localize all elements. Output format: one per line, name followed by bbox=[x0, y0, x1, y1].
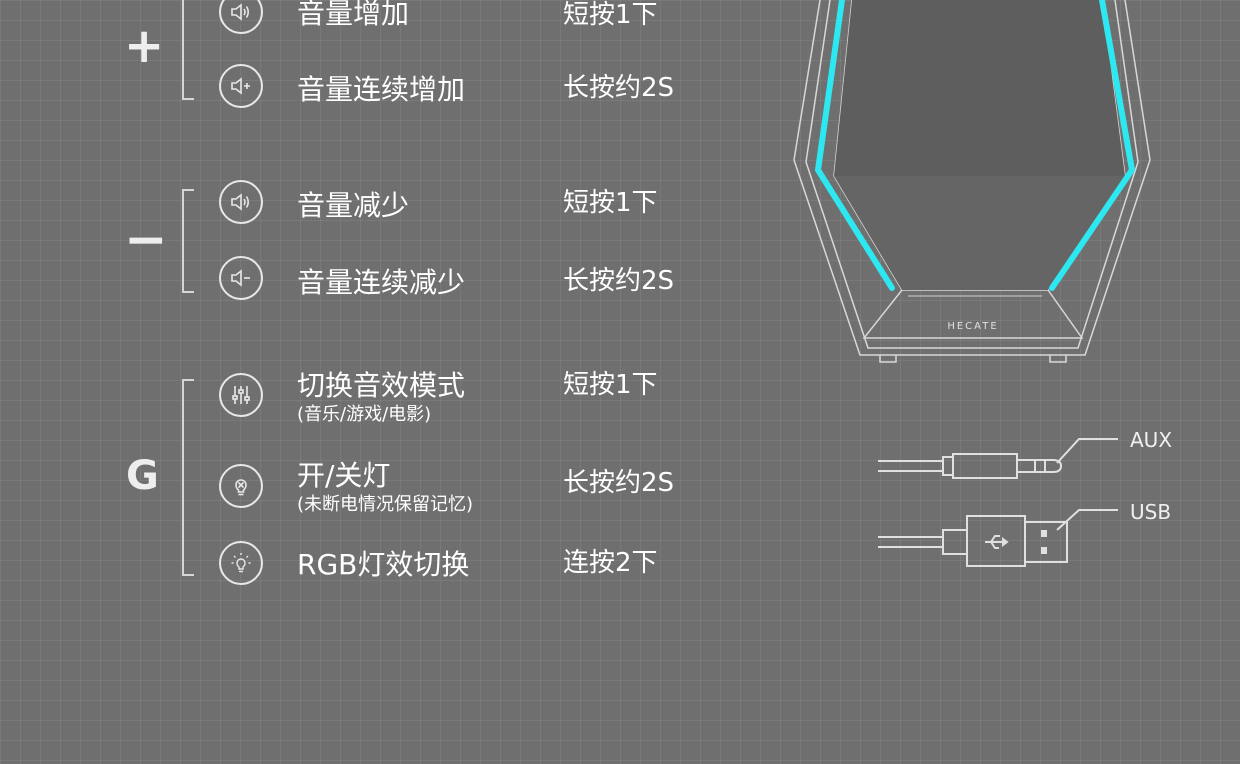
action-volume-up: 短按1下 bbox=[563, 0, 658, 30]
action-volume-up-continuous: 长按约2S bbox=[563, 73, 675, 103]
action-light-toggle: 长按约2S bbox=[563, 468, 675, 498]
speaker-icon bbox=[219, 0, 263, 34]
aux-label: AUX bbox=[1130, 428, 1173, 452]
label-light-toggle: 开/关灯 bbox=[297, 459, 391, 492]
g-symbol: G bbox=[126, 453, 159, 499]
speaker-illustration: HECATE bbox=[793, 0, 1151, 363]
bulb-off-icon bbox=[219, 464, 263, 508]
label-sound-mode: 切换音效模式 bbox=[297, 369, 466, 402]
action-volume-down: 短按1下 bbox=[563, 188, 658, 218]
usb-label: USB bbox=[1130, 500, 1172, 524]
bulb-rgb-icon bbox=[219, 541, 263, 585]
label-rgb-switch: RGB灯效切换 bbox=[297, 548, 470, 581]
speaker-minus-icon bbox=[219, 256, 263, 300]
minus-symbol: − bbox=[124, 210, 168, 270]
label-volume-up-continuous: 音量连续增加 bbox=[297, 73, 466, 106]
sublabel-light-toggle: (未断电情况保留记忆) bbox=[297, 494, 474, 515]
speaker-icon bbox=[219, 180, 263, 224]
aux-cable-icon bbox=[878, 438, 1118, 479]
action-rgb-switch: 连按2下 bbox=[563, 548, 658, 578]
label-volume-up: 音量增加 bbox=[297, 0, 410, 30]
equalizer-icon bbox=[219, 373, 263, 417]
action-volume-down-continuous: 长按约2S bbox=[563, 266, 675, 296]
speaker-brand: HECATE bbox=[947, 321, 998, 332]
g-bracket bbox=[182, 379, 194, 576]
plus-bracket bbox=[182, 0, 194, 100]
action-sound-mode: 短按1下 bbox=[563, 370, 658, 400]
label-volume-down: 音量减少 bbox=[297, 189, 410, 222]
speaker-plus-icon bbox=[219, 64, 263, 108]
usb-cable-icon bbox=[878, 509, 1118, 567]
sublabel-sound-mode: (音乐/游戏/电影) bbox=[297, 404, 432, 425]
minus-bracket bbox=[182, 189, 194, 293]
plus-symbol: + bbox=[124, 18, 165, 74]
label-volume-down-continuous: 音量连续减少 bbox=[297, 266, 466, 299]
